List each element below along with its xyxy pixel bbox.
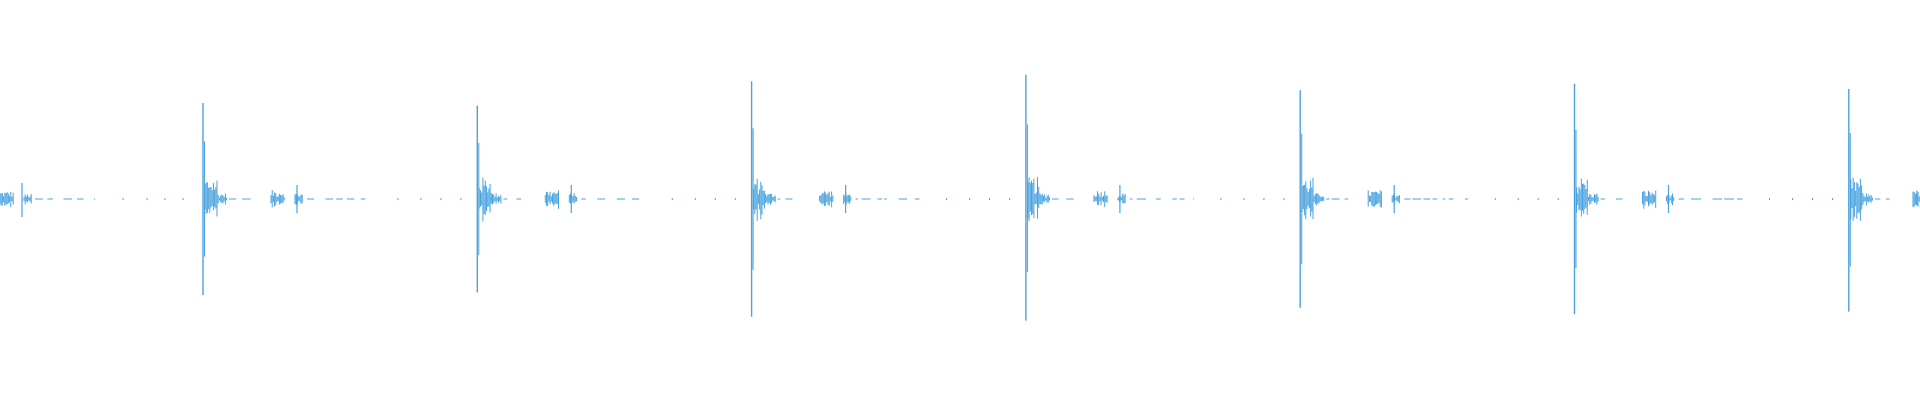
waveform-trace (0, 74, 1920, 321)
